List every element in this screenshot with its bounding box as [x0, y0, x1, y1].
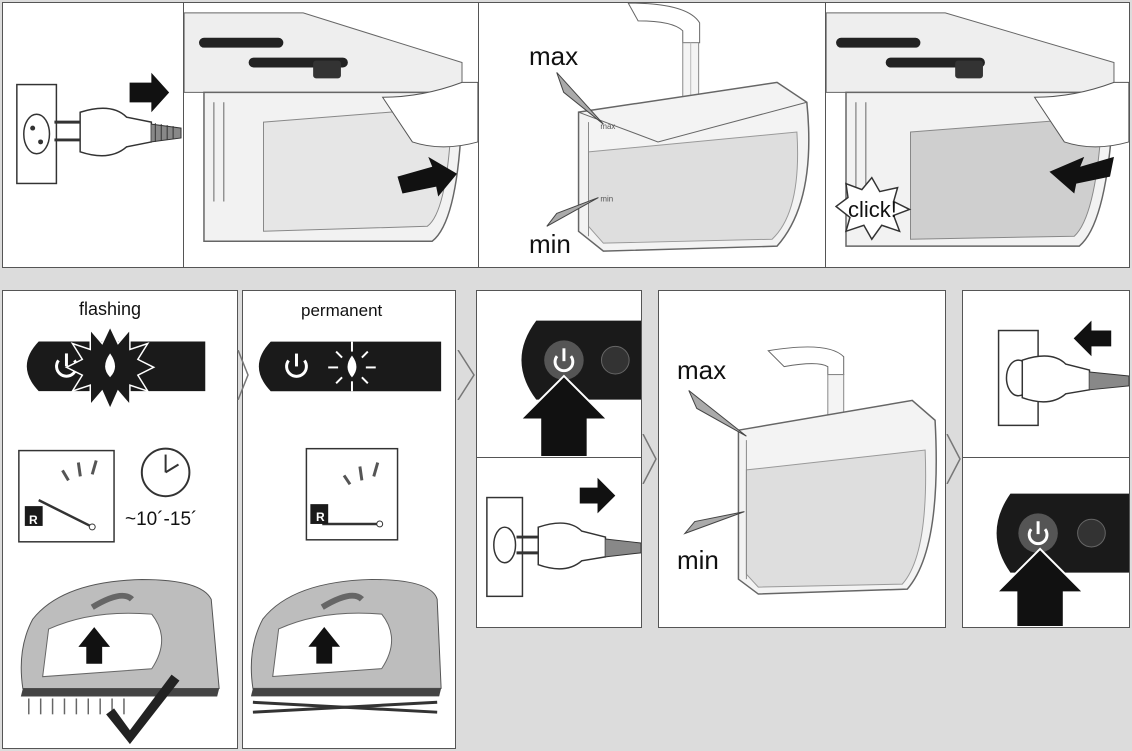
water-tank-icon: [737, 399, 937, 595]
chevron-right-icon: [642, 434, 657, 484]
water-drop-icon: [105, 353, 116, 378]
power-button-icon: [553, 348, 575, 373]
plug-icon: [516, 522, 641, 570]
arrow-icon: [129, 72, 170, 113]
fill-tank-illustration: max min: [546, 3, 810, 252]
plug-icon: [1021, 355, 1129, 403]
click-label: click!: [848, 197, 897, 222]
arrow-icon: [1073, 320, 1112, 357]
chevron-right-icon: [946, 434, 961, 484]
arrow-icon: [397, 156, 458, 197]
water-tank-icon: [845, 91, 1115, 247]
step-insert-tank-panel: click!: [825, 2, 1130, 268]
step-unplug-panel: [962, 290, 1130, 458]
gauge-icon: [18, 449, 115, 543]
iron-icon: [250, 578, 442, 697]
arrow-icon: [518, 374, 610, 457]
step-permanent-panel: permanent R: [242, 290, 456, 749]
check-icon: [106, 674, 180, 745]
step-plug-in-again-panel: [476, 457, 642, 628]
wall-socket-icon: [486, 496, 524, 598]
permanent-label: permanent: [301, 301, 383, 320]
svg-text:max: max: [600, 122, 615, 131]
max-label: max: [529, 41, 579, 71]
power-button-icon: [285, 353, 308, 378]
iron-icon: [20, 578, 220, 697]
steam-icon: [28, 698, 125, 715]
flashing-label: flashing: [79, 299, 142, 319]
arrow-icon: [994, 547, 1086, 627]
plug-in-again-illustration: [486, 477, 641, 598]
step-remove-tank-panel: [183, 2, 479, 268]
arrow-icon: [78, 627, 111, 664]
time-label: ~10´-15´: [125, 509, 198, 530]
step-press-power-panel: [476, 290, 642, 458]
plug-in-illustration: [16, 72, 182, 185]
step-flashing-panel: flashing ~10´-15´ R: [2, 290, 238, 749]
refill-tank-illustration: [683, 346, 937, 595]
permanent-illustration: [250, 341, 442, 714]
arrow-icon: [1049, 156, 1114, 194]
step-press-power-again-panel: [962, 457, 1130, 628]
remove-tank-illustration: [184, 12, 478, 242]
gauge-reset-letter: R: [316, 510, 325, 524]
gauge-icon: [305, 447, 399, 541]
clock-icon: [140, 447, 191, 498]
min-label: min: [529, 229, 571, 259]
plug-icon: [54, 107, 182, 157]
flashing-illustration: [18, 324, 220, 745]
chevron-right-icon: [237, 350, 249, 400]
press-power-again-illustration: [994, 493, 1129, 627]
click-burst-icon: [834, 176, 912, 241]
svg-text:min: min: [600, 194, 613, 203]
chevron-right-icon: [457, 350, 475, 400]
arrow-icon: [579, 477, 616, 514]
step-fill-tank-panel: max min max min: [478, 2, 826, 268]
permanent-glow-icon: [328, 341, 376, 392]
wall-socket-icon: [16, 83, 58, 185]
max-label: max: [677, 355, 727, 385]
step-plug-in-panel: [2, 2, 184, 268]
insert-tank-illustration: [826, 12, 1129, 247]
power-button-icon: [1027, 521, 1049, 546]
press-power-illustration: [518, 320, 641, 457]
gauge-reset-letter: R: [29, 513, 38, 527]
arrow-icon: [308, 626, 341, 664]
step-refill-tank-panel: max min: [658, 290, 946, 628]
unplug-illustration: [997, 320, 1129, 427]
min-label: min: [677, 545, 719, 575]
water-tank-icon: max min: [577, 81, 810, 252]
water-drop-icon: [347, 355, 357, 378]
steam-cross-icon: [252, 700, 438, 714]
water-tank-icon: [203, 91, 463, 242]
